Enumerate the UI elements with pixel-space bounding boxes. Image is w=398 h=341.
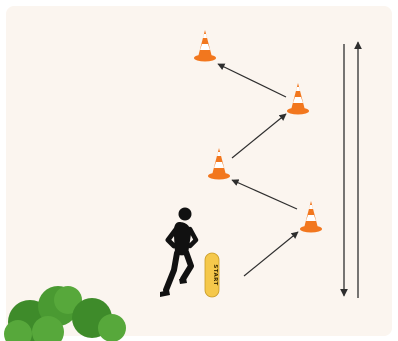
cone-1 <box>300 201 322 233</box>
arrow-cone-3-to-cone-4 <box>218 64 286 97</box>
cone-2 <box>208 148 230 180</box>
cone-3 <box>287 83 309 115</box>
arrow-start-to-cone-1 <box>244 232 298 276</box>
bush-decoration <box>4 286 126 341</box>
arrow-cone-1-to-cone-2 <box>232 180 297 209</box>
return-lines <box>344 42 358 298</box>
cone-4 <box>194 30 216 62</box>
path-arrows <box>218 64 298 276</box>
arrow-cone-2-to-cone-3 <box>232 114 286 158</box>
start-marker: START <box>205 253 219 297</box>
runner-silhouette <box>160 208 196 298</box>
start-label: START <box>212 264 218 285</box>
